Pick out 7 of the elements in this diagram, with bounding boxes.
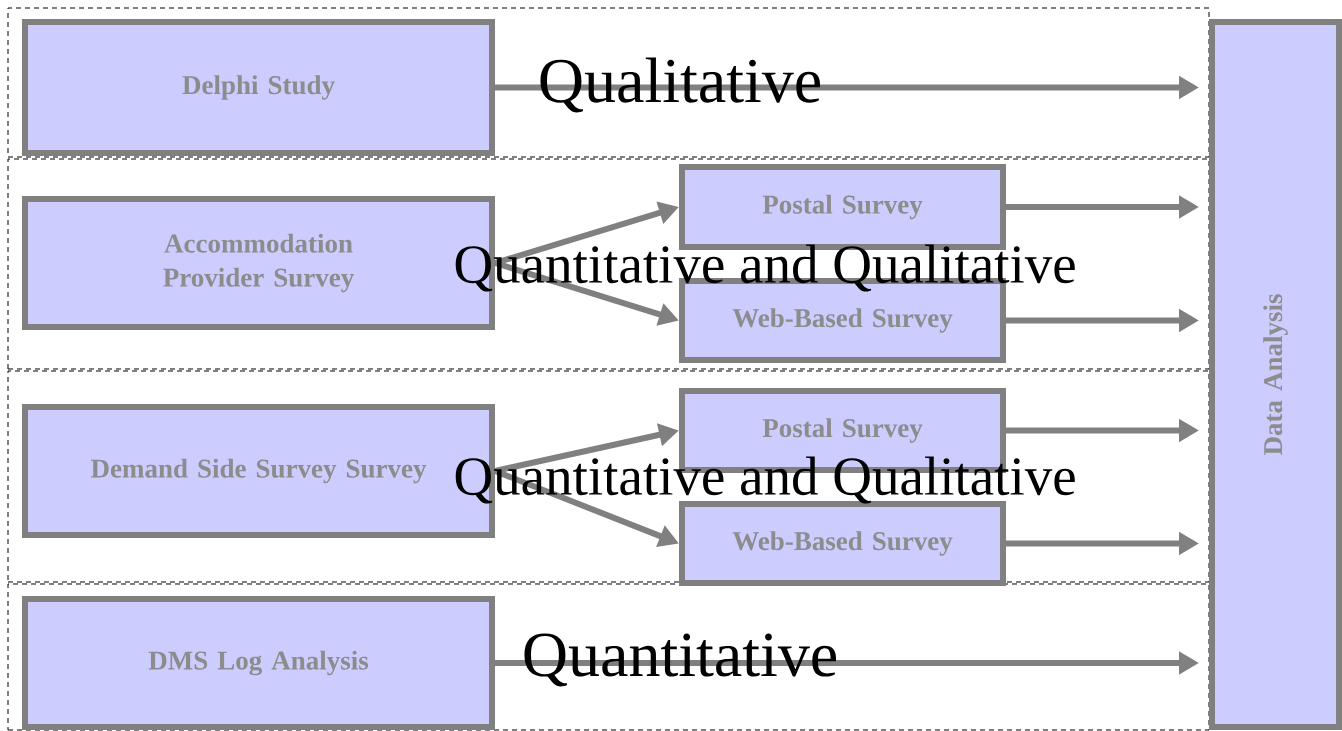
band-label: Quantitative [524, 633, 836, 687]
analysis-box: Data Analysis [1209, 19, 1342, 730]
process-box: Delphi Study [22, 19, 495, 156]
process-box: DMS Log Analysis [22, 596, 495, 730]
band-label: Qualitative [540, 57, 820, 113]
dashed-band [7, 7, 1210, 158]
dashed-band [7, 158, 1210, 370]
